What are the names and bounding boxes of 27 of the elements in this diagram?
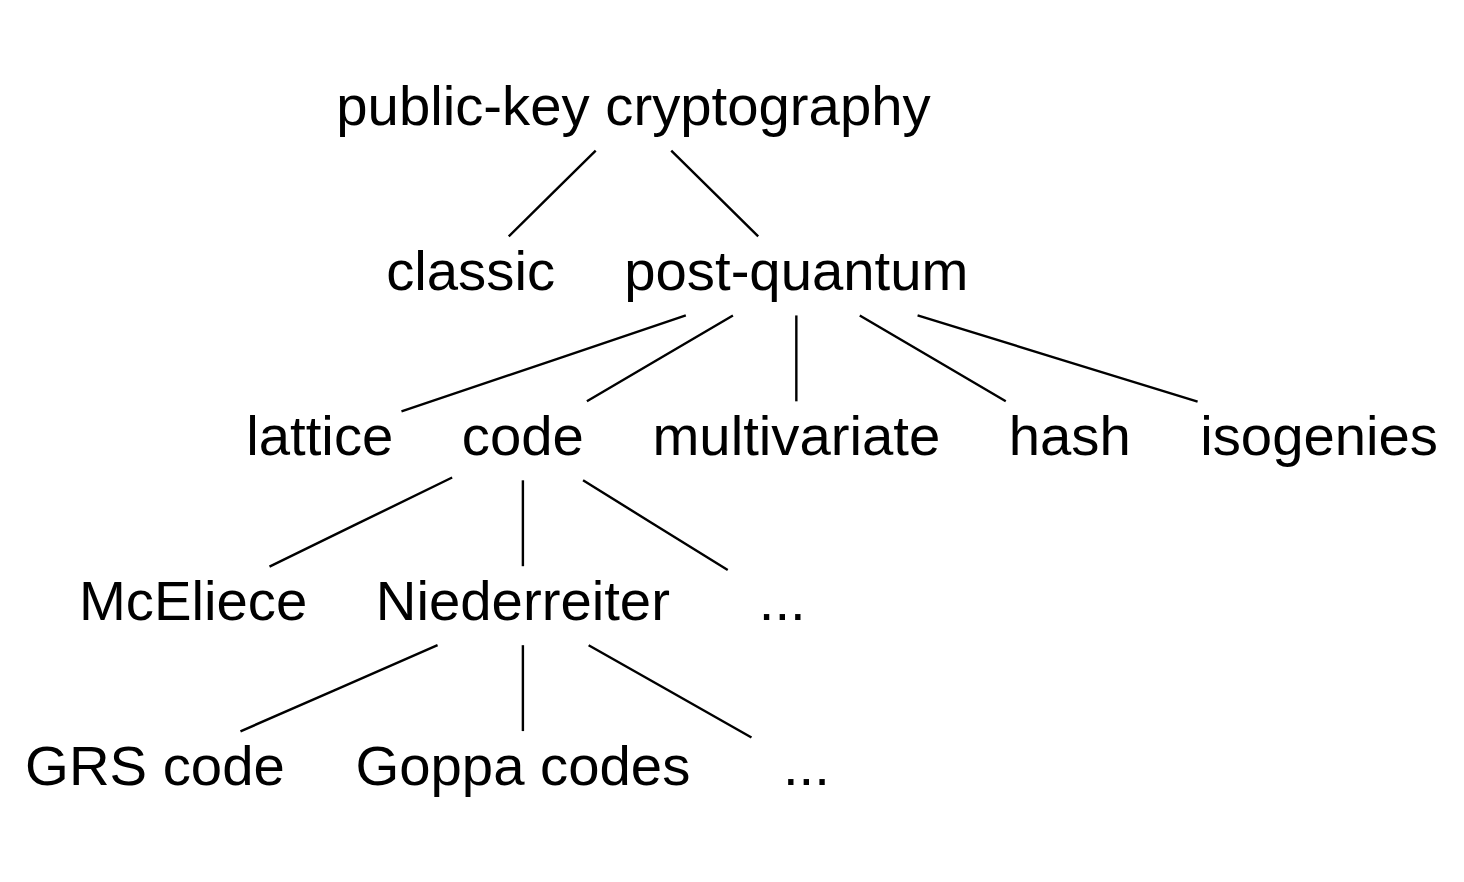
connector (269, 476, 453, 568)
connector (859, 314, 1007, 403)
connector (582, 479, 729, 572)
node-text: isogenies (1200, 403, 1439, 467)
node-text: ... (782, 733, 830, 797)
node-text: public-key cryptography (336, 74, 931, 138)
connector (795, 315, 798, 402)
node-text: lattice (246, 403, 394, 467)
node-text: GRS code (25, 733, 285, 797)
node-text: hash (1008, 403, 1131, 467)
connector (586, 314, 734, 403)
connector (401, 314, 687, 413)
connector (507, 149, 597, 238)
connector (521, 645, 525, 732)
node-text: multivariate (652, 403, 941, 467)
node-text: Goppa codes (355, 733, 691, 797)
connector (917, 314, 1198, 403)
node-text: ... (758, 568, 806, 632)
node-text: code (461, 403, 584, 467)
connector (670, 149, 760, 238)
node-text: Niederreiter (375, 568, 670, 632)
connector (588, 644, 753, 739)
connector (521, 480, 525, 567)
node-text: classic (386, 239, 556, 302)
connector (239, 644, 439, 733)
node-text: McEliece (78, 568, 308, 632)
node-text: post-quantum (624, 239, 969, 302)
